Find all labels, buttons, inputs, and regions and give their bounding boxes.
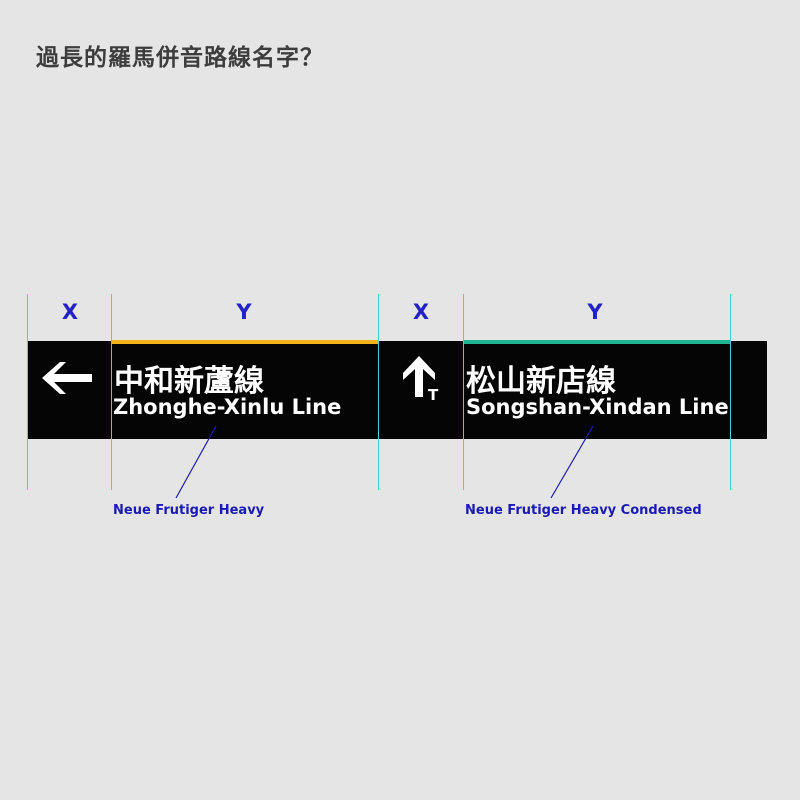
transfer-badge: T	[428, 386, 439, 404]
arrow-left-icon	[42, 362, 92, 394]
leader-line	[175, 425, 217, 499]
line-name-romanized: Songshan-Xindan Line	[466, 395, 729, 419]
dimension-label-x-right: X	[412, 300, 430, 324]
guide-line	[730, 294, 731, 490]
guide-line	[378, 294, 379, 490]
dimension-label-y-left: Y	[236, 300, 252, 324]
guide-line	[27, 294, 28, 490]
guide-line	[463, 294, 464, 490]
line-name-chinese: 中和新蘆線	[114, 364, 264, 399]
leader-line	[550, 425, 594, 499]
dimension-label-y-right: Y	[587, 300, 603, 324]
wayfinding-sign	[27, 341, 767, 439]
font-annotation: Neue Frutiger Heavy	[113, 503, 265, 518]
line-color-bar-zhonghe	[111, 340, 379, 344]
font-annotation: Neue Frutiger Heavy Condensed	[465, 503, 702, 518]
page-title: 過長的羅馬併音路線名字？	[36, 45, 324, 71]
line-name-chinese: 松山新店線	[466, 364, 616, 399]
guide-line	[111, 294, 112, 490]
line-name-romanized: Zhonghe-Xinlu Line	[113, 395, 342, 419]
dimension-label-x-left: X	[61, 300, 79, 324]
arrow-up-transfer-icon	[403, 356, 435, 397]
line-color-bar-songshan	[463, 340, 731, 344]
